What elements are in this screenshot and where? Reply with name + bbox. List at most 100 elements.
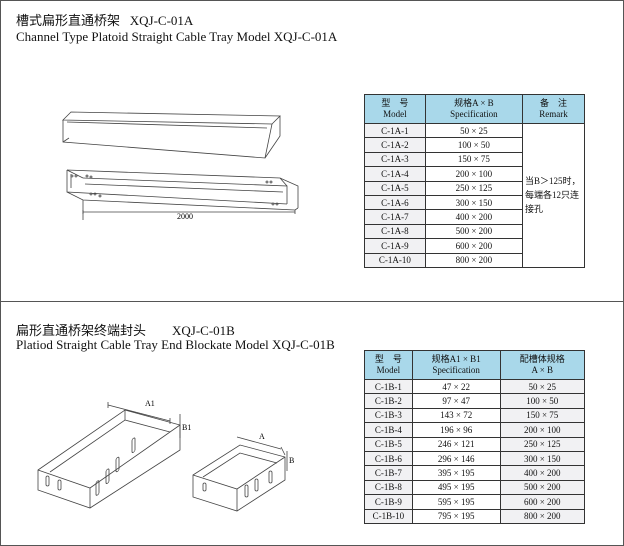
cell-spec: 250 × 125 xyxy=(424,180,524,196)
table-row: C-1A-2 100 × 50 xyxy=(364,137,585,153)
section-a-model-code: XQJ-C-01A xyxy=(129,13,194,28)
header-match: 配槽体规格 A × B xyxy=(499,350,586,380)
table-row: C-1B-4 196 × 96 200 × 100 xyxy=(364,422,586,438)
table-row: C-1B-5 246 × 121 250 × 125 xyxy=(364,436,586,452)
cell-match: 600 × 200 xyxy=(499,494,586,510)
cell-model: C-1A-1 xyxy=(364,122,426,139)
cell-model: C-1B-3 xyxy=(364,407,413,424)
section-b-title-cn-text: 扁形直通桥架终端封头 xyxy=(16,323,147,338)
cell-model: C-1B-8 xyxy=(364,479,413,496)
dim-a-label: A xyxy=(259,432,265,441)
cell-spec: 143 × 72 xyxy=(411,407,501,424)
header-model-en: Model xyxy=(376,365,401,375)
cell-model: C-1B-2 xyxy=(364,393,413,409)
section-b-title-cn: 扁形直通桥架终端封头 XQJ-C-01B xyxy=(16,320,235,339)
header-match-cn: 配槽体规格 xyxy=(519,354,565,364)
table-row: C-1A-6 300 × 150 xyxy=(364,194,585,211)
cell-spec: 296 × 146 xyxy=(411,450,501,467)
header-match-en: A × B xyxy=(531,365,554,375)
cell-model: C-1B-5 xyxy=(364,436,413,452)
cell-match: 500 × 200 xyxy=(499,479,586,496)
cell-model: C-1B-1 xyxy=(364,378,413,395)
header-spec: 规格A1 × B1 Specification xyxy=(411,350,501,380)
dim-b-label: B xyxy=(289,456,294,465)
header-model-en: Model xyxy=(383,109,407,119)
header-model-cn: 型 号 xyxy=(374,354,402,364)
section-a-spec-table: 型 号 Model 规格A × B Specification 备 注 Rema… xyxy=(364,94,585,268)
table-row: C-1B-9 595 × 195 600 × 200 xyxy=(364,494,586,510)
cell-spec: 300 × 150 xyxy=(424,194,524,211)
cell-spec: 97 × 47 xyxy=(411,393,501,409)
cell-spec: 100 × 50 xyxy=(424,137,524,153)
header-model-cn: 型 号 xyxy=(381,98,409,108)
cell-remark: 当B＞125时，每端各12只连接孔 xyxy=(522,123,585,268)
table-row: C-1A-9 600 × 200 xyxy=(364,238,585,254)
table-row: C-1A-7 400 × 200 xyxy=(364,209,585,225)
cell-spec: 196 × 96 xyxy=(411,422,501,438)
straight-tray-drawing: 2000 xyxy=(62,111,299,221)
cell-model: C-1A-10 xyxy=(364,252,426,268)
cell-spec: 800 × 200 xyxy=(424,252,524,268)
cell-model: C-1A-3 xyxy=(364,151,426,168)
cell-match: 400 × 200 xyxy=(499,465,586,481)
cell-match: 250 × 125 xyxy=(499,436,586,452)
cell-spec: 47 × 22 xyxy=(411,378,501,395)
header-remark-en: Remark xyxy=(539,109,568,119)
section-a-title-cn-text: 槽式扁形直通桥架 xyxy=(16,13,121,28)
table-row: C-1A-8 500 × 200 xyxy=(364,223,585,240)
section-divider xyxy=(0,301,624,302)
header-remark-cn: 备 注 xyxy=(539,98,567,108)
cell-model: C-1B-7 xyxy=(364,465,413,481)
header-spec-cn: 规格A1 × B1 xyxy=(431,354,481,364)
cell-model: C-1B-6 xyxy=(364,450,413,467)
dim-b1-label: B1 xyxy=(182,423,191,432)
cell-model: C-1A-2 xyxy=(364,137,426,153)
table-row: C-1A-10 800 × 200 xyxy=(364,252,585,268)
cell-spec: 795 × 195 xyxy=(411,508,501,524)
cell-match: 50 × 25 xyxy=(499,378,586,395)
section-b-model-code: XQJ-C-01B xyxy=(172,323,235,338)
cell-model: C-1B-9 xyxy=(364,494,413,510)
section-a-title-cn: 槽式扁形直通桥架 XQJ-C-01A xyxy=(16,10,193,29)
section-b-spec-table: 型 号 Model 规格A1 × B1 Specification 配槽体规格 … xyxy=(364,350,586,524)
header-spec-cn: 规格A × B xyxy=(454,98,494,108)
dim-a1-label: A1 xyxy=(145,399,155,408)
header-model: 型 号 Model xyxy=(364,350,413,380)
end-blockate-small-drawing: A B xyxy=(192,432,294,512)
cell-match: 200 × 100 xyxy=(499,422,586,438)
cell-model: C-1A-5 xyxy=(364,180,426,196)
end-blockate-large-drawing: A1 B1 xyxy=(37,399,191,509)
table-row: C-1B-3 143 × 72 150 × 75 xyxy=(364,407,586,424)
cell-spec: 600 × 200 xyxy=(424,238,524,254)
cell-model: C-1A-8 xyxy=(364,223,426,240)
cell-spec: 595 × 195 xyxy=(411,494,501,510)
header-spec: 规格A × B Specification xyxy=(424,94,524,124)
cell-spec: 246 × 121 xyxy=(411,436,501,452)
section-b-title-en: Platiod Straight Cable Tray End Blockate… xyxy=(16,337,335,352)
cell-spec: 400 × 200 xyxy=(424,209,524,225)
header-remark: 备 注 Remark xyxy=(522,94,585,124)
cell-model: C-1B-4 xyxy=(364,422,413,438)
cell-match: 150 × 75 xyxy=(499,407,586,424)
cell-match: 800 × 200 xyxy=(499,508,586,524)
table-row: C-1B-2 97 × 47 100 × 50 xyxy=(364,393,586,409)
table-row: C-1B-8 495 × 195 500 × 200 xyxy=(364,479,586,496)
table-row: C-1B-10 795 × 195 800 × 200 xyxy=(364,508,586,524)
cell-spec: 495 × 195 xyxy=(411,479,501,496)
tray-length-label: 2000 xyxy=(177,212,193,221)
header-spec-en: Specification xyxy=(450,109,498,119)
header-model: 型 号 Model xyxy=(364,94,426,124)
table-row: C-1B-7 395 × 195 400 × 200 xyxy=(364,465,586,481)
table-row: C-1A-1 50 × 25 当B＞125时，每端各12只连接孔 xyxy=(364,122,585,268)
cell-spec: 150 × 75 xyxy=(424,151,524,168)
section-a-title-en: Channel Type Platoid Straight Cable Tray… xyxy=(16,29,338,44)
cell-model: C-1A-4 xyxy=(364,166,426,182)
cell-spec: 50 × 25 xyxy=(424,122,524,139)
cell-spec: 200 × 100 xyxy=(424,166,524,182)
cell-model: C-1A-6 xyxy=(364,194,426,211)
header-spec-en: Specification xyxy=(432,365,480,375)
cell-match: 100 × 50 xyxy=(499,393,586,409)
cell-model: C-1A-9 xyxy=(364,238,426,254)
table-row: C-1B-1 47 × 22 50 × 25 xyxy=(364,378,586,395)
cell-spec: 500 × 200 xyxy=(424,223,524,240)
